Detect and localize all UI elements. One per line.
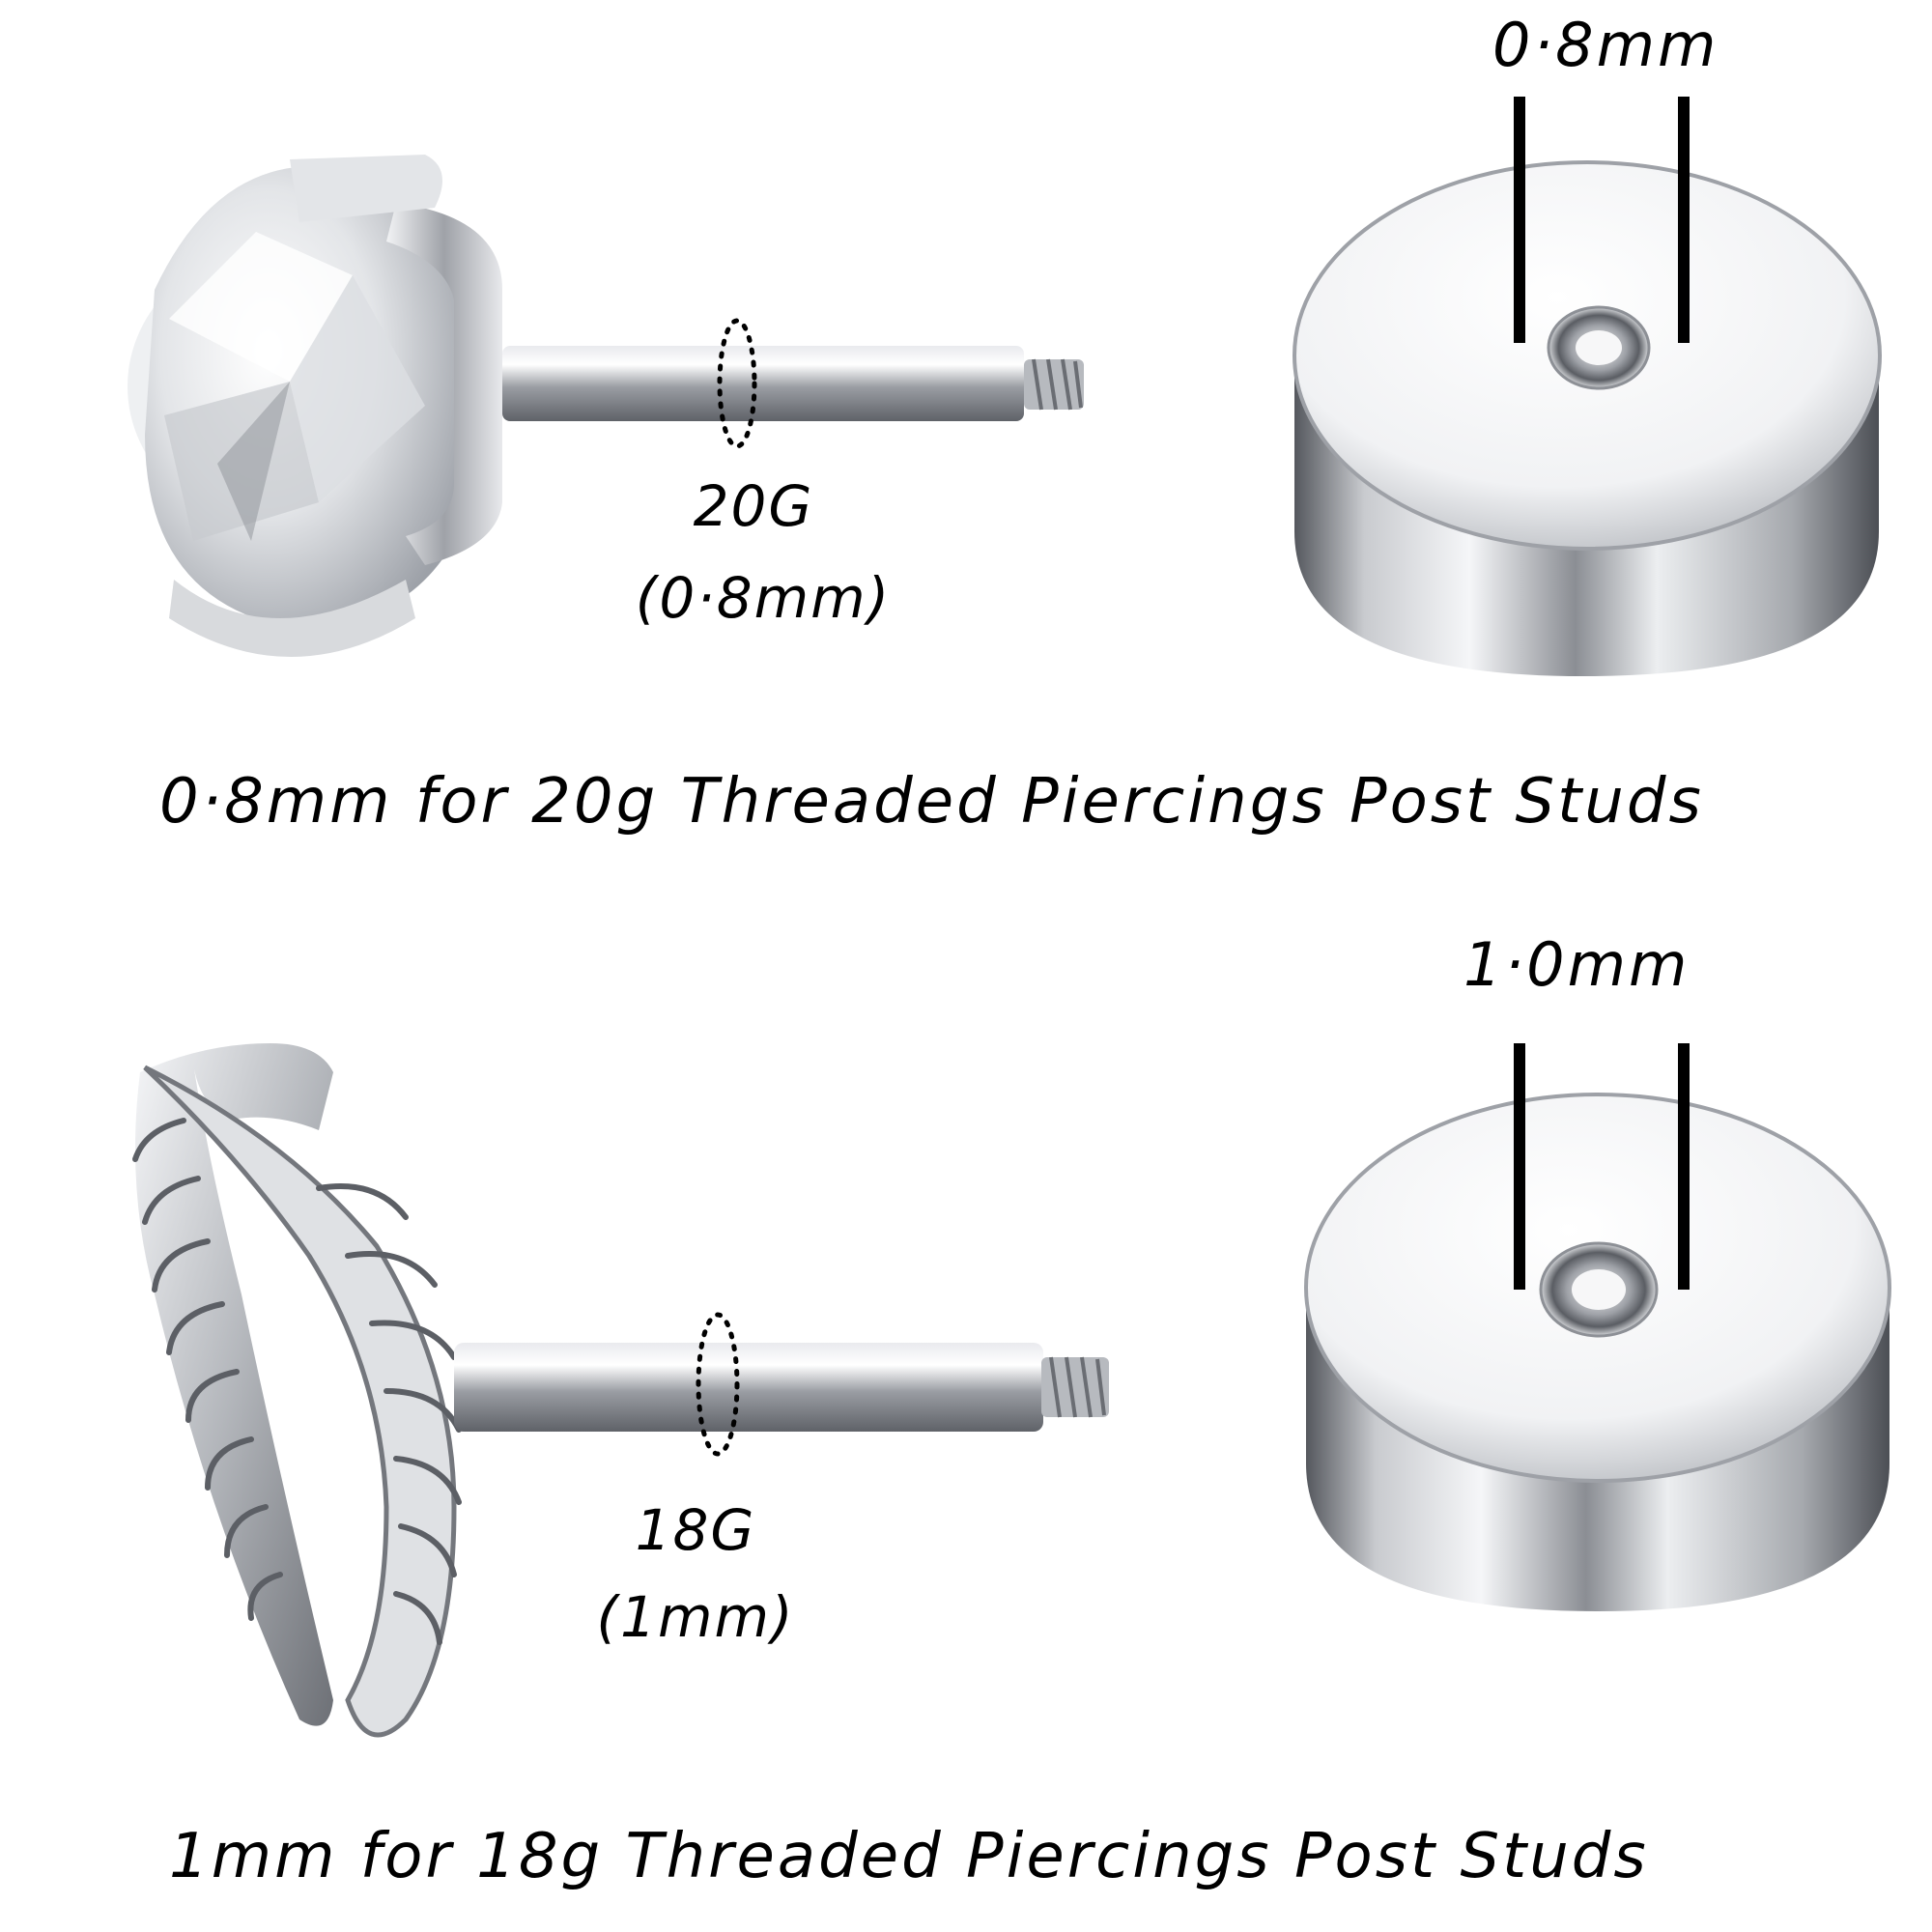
hole-size-label-top: 0·8mm [1492,10,1719,80]
hole-size-label-bottom: 1·0mm [1463,929,1690,1000]
back-nut-10mm [1304,1093,1891,1611]
post-20g [502,318,1084,449]
gauge-label-18g: 18G [635,1497,756,1563]
post-18g [454,1312,1109,1457]
caption-bottom: 1mm for 18g Threaded Piercings Post Stud… [169,1821,1649,1892]
back-nut-08mm [1293,160,1882,676]
hole-width-indicator-bottom [1514,1043,1690,1290]
gauge-mm-label-bottom: (1mm) [596,1584,795,1650]
gauge-label-20g: 20G [693,473,814,539]
caption-top: 0·8mm for 20g Threaded Piercings Post St… [159,766,1704,838]
leaf-stud-earring [132,1043,462,1738]
gem-stud-earring [128,155,502,657]
hole-width-indicator-top [1514,97,1690,343]
gauge-mm-label-top: (0·8mm) [635,565,892,631]
